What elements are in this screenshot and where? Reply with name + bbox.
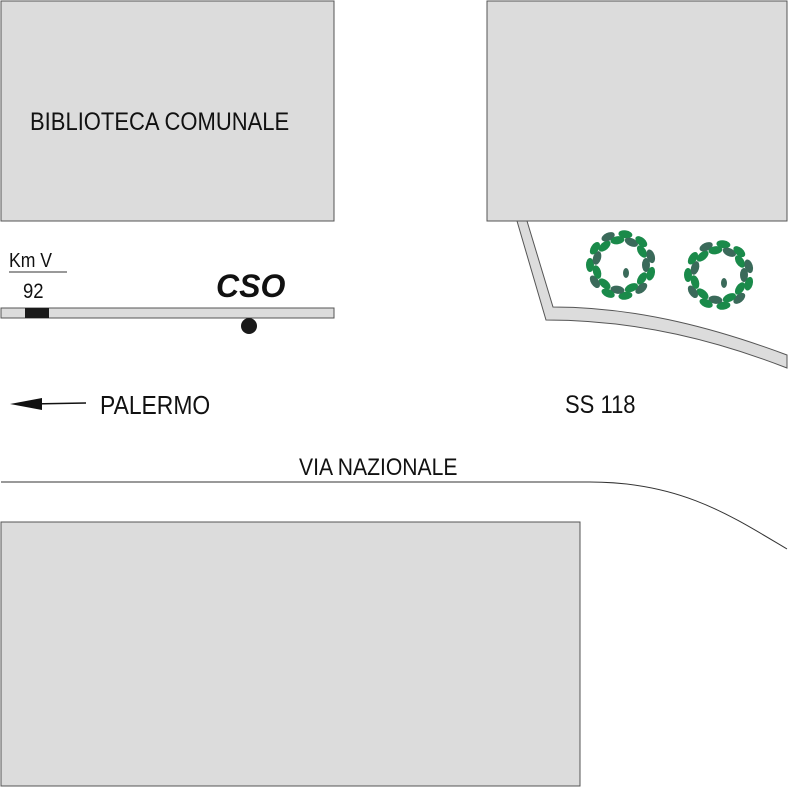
- building-library: [0, 0, 335, 222]
- building-northeast: [486, 0, 788, 222]
- arrow-left-icon: [10, 398, 87, 410]
- tree-icon: [684, 240, 754, 310]
- km-label: Km V: [9, 250, 53, 272]
- palermo-label: PALERMO: [100, 390, 211, 420]
- sidewalk-north: [0, 307, 335, 319]
- sidewalk-curve: [516, 220, 788, 369]
- road-edge-line: [1, 481, 788, 550]
- building-south: [0, 521, 581, 787]
- cso-location-dot: [241, 318, 257, 334]
- km-value: 92: [23, 280, 44, 303]
- street-name-label: VIA NAZIONALE: [299, 454, 458, 481]
- cso-label: CSO: [216, 268, 286, 304]
- tree-icon: [586, 230, 656, 300]
- ss118-label: SS 118: [565, 391, 636, 419]
- km-marker: [25, 308, 49, 318]
- library-label: BIBLIOTECA COMUNALE: [30, 108, 290, 136]
